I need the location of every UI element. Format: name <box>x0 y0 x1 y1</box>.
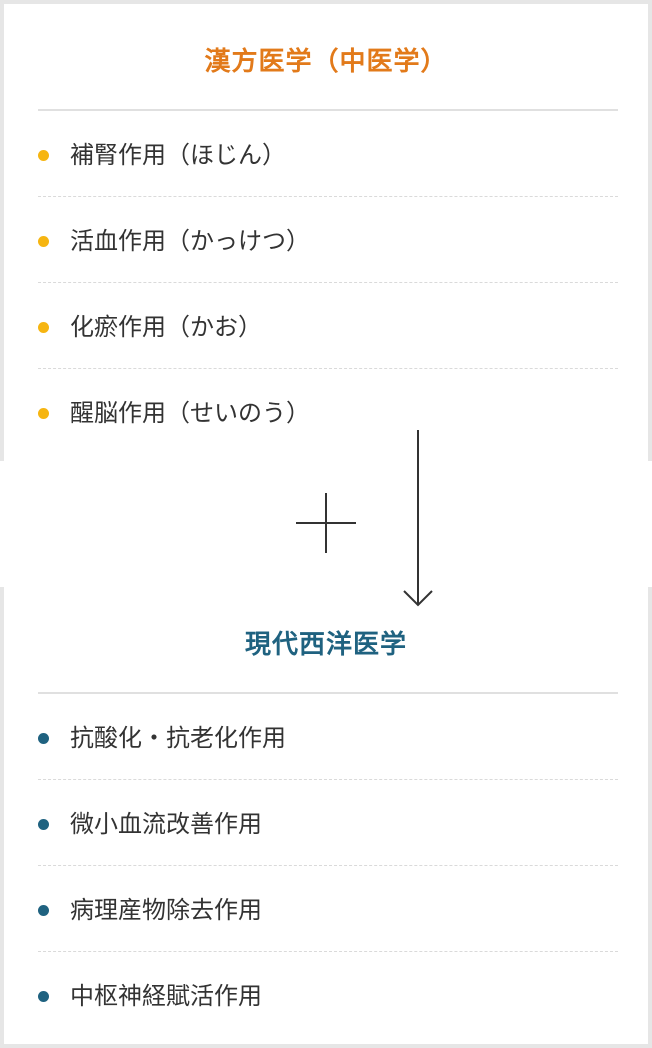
list-item-label: 補腎作用（ほじん） <box>70 141 286 169</box>
bullet-icon <box>38 322 49 333</box>
list-item: 微小血流改善作用 <box>38 780 618 866</box>
plus-icon <box>296 493 356 553</box>
list-item-label: 病理産物除去作用 <box>70 896 262 924</box>
list-item-label: 微小血流改善作用 <box>70 810 262 838</box>
list-item: 中枢神経賦活作用 <box>38 952 618 1038</box>
kampo-title: 漢方医学（中医学） <box>204 47 448 77</box>
bullet-icon <box>38 408 49 419</box>
list-item: 活血作用（かっけつ） <box>38 197 618 283</box>
list-item-label: 中枢神経賦活作用 <box>70 982 262 1010</box>
bullet-icon <box>38 905 49 916</box>
list-item: 補腎作用（ほじん） <box>38 111 618 197</box>
kampo-item-list: 補腎作用（ほじん） 活血作用（かっけつ） 化瘀作用（かお） 醒脳作用（せいのう） <box>38 111 618 455</box>
list-item-label: 化瘀作用（かお） <box>70 313 262 341</box>
list-item: 化瘀作用（かお） <box>38 283 618 369</box>
bullet-icon <box>38 150 49 161</box>
kampo-title-divider <box>38 109 618 111</box>
bullet-icon <box>38 733 49 744</box>
modern-item-list: 抗酸化・抗老化作用 微小血流改善作用 病理産物除去作用 中枢神経賦活作用 <box>38 694 618 1038</box>
list-item: 抗酸化・抗老化作用 <box>38 694 618 780</box>
modern-panel: 現代西洋医学 抗酸化・抗老化作用 微小血流改善作用 病理産物除去作用 中枢神経賦… <box>4 587 648 1044</box>
bullet-icon <box>38 236 49 247</box>
list-item: 醒脳作用（せいのう） <box>38 369 618 455</box>
arrow-down-icon <box>403 430 433 607</box>
kampo-panel: 漢方医学（中医学） 補腎作用（ほじん） 活血作用（かっけつ） 化瘀作用（かお） … <box>4 4 648 461</box>
list-item-label: 活血作用（かっけつ） <box>70 227 310 255</box>
bullet-icon <box>38 819 49 830</box>
list-item-label: 抗酸化・抗老化作用 <box>70 724 286 752</box>
plus-icon-vertical <box>325 493 327 553</box>
modern-title: 現代西洋医学 <box>244 630 407 660</box>
modern-title-divider <box>38 692 618 694</box>
list-item: 病理産物除去作用 <box>38 866 618 952</box>
bullet-icon <box>38 991 49 1002</box>
list-item-label: 醒脳作用（せいのう） <box>70 399 310 427</box>
